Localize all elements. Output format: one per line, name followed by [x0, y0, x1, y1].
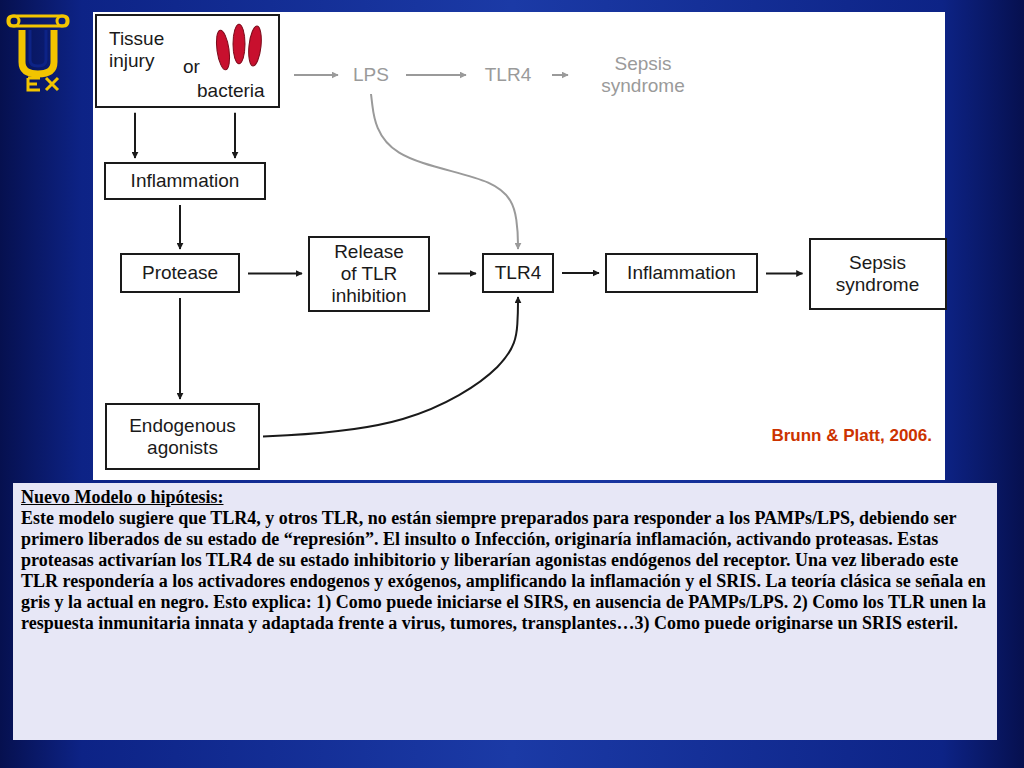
node-text: Inflammation [627, 262, 736, 284]
node-text: Tissue injury [109, 28, 181, 72]
node-text: LPS [353, 64, 389, 86]
university-logo [8, 16, 68, 90]
note-heading: Nuevo Modelo o hipótesis: [21, 487, 989, 508]
arrow [766, 273, 803, 275]
node-text: Inflammation [131, 170, 240, 192]
logo-bar [8, 16, 68, 26]
classic-arrow [294, 74, 338, 76]
classic-arrow [406, 74, 466, 76]
bacterium [247, 25, 263, 66]
logo-x [46, 78, 58, 90]
process-box: TLR4 [482, 253, 554, 293]
arrow [234, 113, 236, 158]
process-box: Tissue injuryorbacteria [95, 14, 280, 108]
logo-scroll [9, 16, 19, 26]
classic-step: LPS [344, 59, 398, 91]
arrow [562, 272, 599, 274]
bacterium [214, 29, 231, 70]
node-text: Endogenous agonists [118, 415, 248, 459]
bacteria-illustration [209, 20, 269, 72]
node-text: Sepsis syndrome [583, 53, 703, 97]
process-box: Protease [120, 253, 240, 293]
process-box: Release of TLR inhibition [308, 236, 430, 312]
arrow [263, 297, 518, 437]
process-box: Sepsis syndrome [809, 238, 947, 310]
classic-step: Sepsis syndrome [574, 47, 712, 103]
node-text: Release of TLR inhibition [328, 241, 410, 307]
arrow [438, 273, 476, 275]
arrow [248, 273, 302, 275]
bacterium [233, 24, 245, 64]
classic-step: TLR4 [472, 59, 544, 91]
logo-scroll [57, 16, 67, 26]
process-box: Inflammation [104, 162, 266, 200]
process-box: Endogenous agonists [105, 403, 260, 470]
arrow [134, 113, 136, 158]
logo-u [22, 30, 54, 74]
citation: Brunn & Platt, 2006. [771, 426, 932, 446]
classic-arrow [552, 74, 568, 76]
arrow [179, 298, 181, 399]
node-text: Sepsis syndrome [818, 252, 938, 296]
node-text: TLR4 [485, 64, 531, 86]
classic-arrow [371, 94, 518, 249]
arrow [179, 205, 181, 249]
logo-u-inner [30, 30, 46, 66]
note-body: Este modelo sugiere que TLR4, y otros TL… [21, 508, 989, 634]
process-box: Inflammation [605, 253, 758, 293]
logo-e [28, 78, 40, 90]
node-text: TLR4 [495, 262, 541, 284]
note-panel: Nuevo Modelo o hipótesis:Este modelo sug… [13, 483, 997, 740]
node-text: bacteria [197, 80, 265, 102]
node-text: Protease [142, 262, 218, 284]
node-text: or [183, 56, 200, 78]
